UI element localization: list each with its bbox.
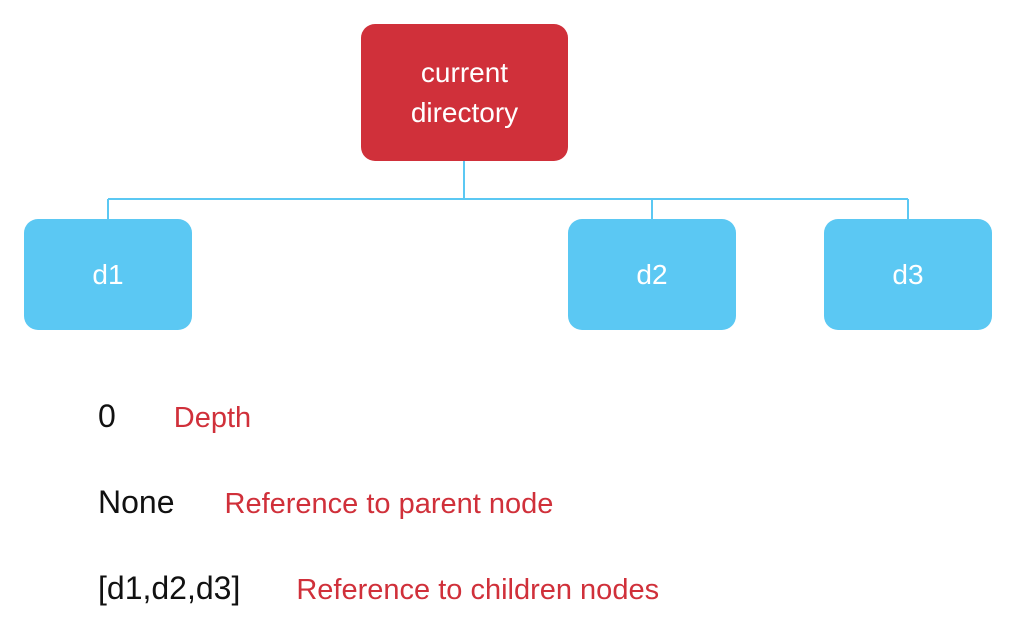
- depth-value: 0: [98, 398, 116, 434]
- legend-row-depth: 0 Depth: [98, 398, 251, 435]
- child-node-label: d1: [92, 258, 124, 290]
- root-node-current-directory: current directory: [361, 24, 568, 161]
- child-node-label: d3: [892, 258, 924, 290]
- children-value: [d1,d2,d3]: [98, 570, 241, 606]
- children-label: Reference to children nodes: [296, 574, 660, 606]
- legend-row-parent: None Reference to parent node: [98, 484, 553, 521]
- depth-label: Depth: [173, 402, 252, 434]
- parent-value: None: [98, 484, 175, 520]
- root-node-label: current directory: [410, 56, 519, 128]
- parent-label: Reference to parent node: [224, 488, 554, 520]
- legend-row-children: [d1,d2,d3] Reference to children nodes: [98, 570, 659, 607]
- child-node-d2: d2: [568, 219, 736, 330]
- child-node-d3: d3: [824, 219, 992, 330]
- child-node-label: d2: [636, 258, 668, 290]
- child-node-d1: d1: [24, 219, 192, 330]
